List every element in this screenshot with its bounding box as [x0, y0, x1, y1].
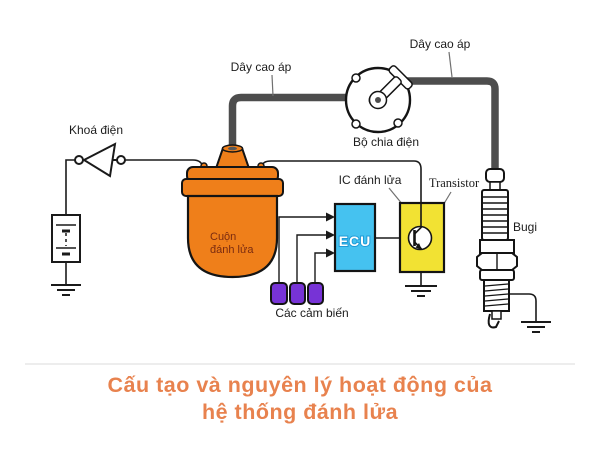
wire-battery-to-switch: [65, 159, 75, 215]
ignition-coil: [181, 144, 284, 279]
coil-label-line1: Cuộn: [210, 231, 236, 243]
battery-symbol: [51, 214, 81, 263]
sensor-wire-arrowheads: [326, 212, 335, 258]
label-ignition-switch: Khoá điện: [69, 123, 123, 137]
ecu-box: [333, 202, 377, 273]
coil-body: [186, 194, 279, 279]
sensor-block: [307, 282, 324, 305]
figure-caption: Cấu tạo và nguyên lý hoạt động của hệ th…: [0, 372, 600, 426]
label-hv-wire-left: Dây cao áp: [231, 60, 292, 74]
igniter-box: [398, 201, 446, 274]
coil-label-line2: đánh lửa: [210, 244, 254, 256]
spark-plug-electrode-hook: [487, 313, 500, 329]
ignition-switch-symbol: [74, 142, 126, 178]
ground-symbol-transistor: [405, 285, 437, 297]
transistor-symbol: [407, 204, 433, 251]
ecu-label: ECU: [339, 233, 372, 249]
distributor: [344, 65, 413, 134]
caption-line1: Cấu tạo và nguyên lý hoạt động của: [107, 373, 493, 397]
sensor-blocks: [270, 282, 324, 305]
label-spark-plug: Bugi: [513, 220, 537, 234]
hv-wire-coil-to-distributor: [228, 93, 374, 152]
label-igniter: IC đánh lửa: [339, 173, 402, 187]
caption-line2: hệ thống đánh lửa: [201, 400, 399, 424]
sensor-block: [289, 282, 306, 305]
label-hv-wire-right: Dây cao áp: [410, 37, 471, 51]
spark-plug: [476, 168, 518, 329]
wire-plug-to-ground: [509, 293, 537, 321]
sensor-wires: [278, 216, 327, 283]
hv-wire-distributor-to-plug: [402, 77, 499, 170]
label-distributor: Bộ chia điện: [353, 135, 419, 149]
label-sensors: Các cảm biến: [275, 306, 348, 320]
caption-divider: [25, 363, 575, 365]
high-voltage-wires: [228, 77, 499, 170]
coil-rim: [181, 178, 284, 197]
sensor-block: [270, 282, 288, 305]
ignition-system-diagram: Cuộn đánh lửa ECU: [51, 37, 551, 333]
label-transistor: Transistor: [429, 176, 480, 190]
ground-symbol-battery: [51, 284, 81, 296]
ground-symbol-spark-plug: [521, 321, 551, 333]
